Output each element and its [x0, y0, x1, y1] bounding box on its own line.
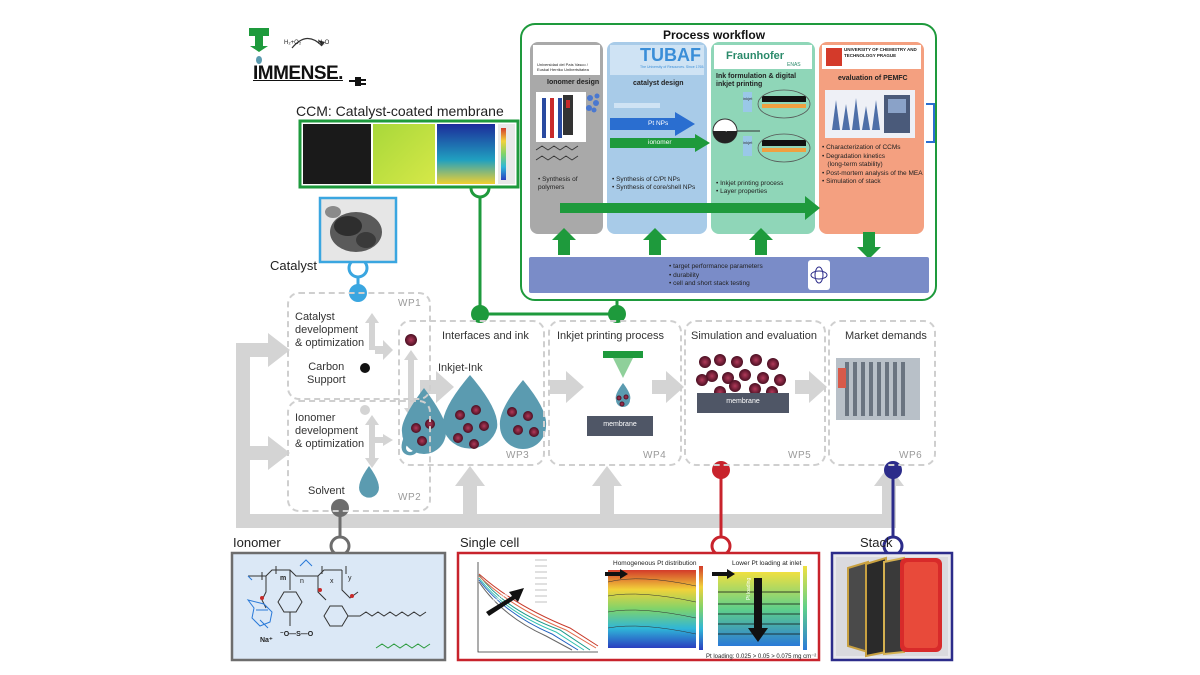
wp1-id: WP1	[398, 298, 422, 309]
wp4-membrane: membrane	[603, 421, 637, 428]
pt-loading-caption: Pt loading: 0.025 > 0.05 > 0.075 mg cm⁻²	[706, 654, 817, 660]
logo-title: IMMENSE.	[253, 63, 343, 84]
wp5-id: WP5	[788, 450, 812, 461]
single-cell-title: Single cell	[460, 535, 520, 550]
inkjet-ink-drops	[401, 375, 547, 454]
ionomer-label-x: x	[330, 578, 334, 585]
process-workflow-title: Process workflow	[663, 28, 766, 42]
grey-flow-arrows	[236, 313, 904, 528]
panel-2-org: TUBAF	[640, 45, 701, 65]
wp3-box	[398, 320, 545, 466]
ccm-title: CCM: Catalyst-coated membrane	[296, 103, 504, 119]
wp6-title: Market demands	[845, 330, 927, 342]
wp5-title: Simulation and evaluation	[691, 330, 817, 342]
panel-2-org-sub: The University of Resources. Since 1765.	[640, 65, 705, 69]
catalyst-label: Catalyst	[270, 258, 317, 273]
panel-4-title: evaluation of PEMFC	[838, 75, 908, 82]
panel-3-tag-ink: catalyst ink	[717, 127, 737, 132]
panel-3-org: Fraunhofer	[726, 50, 785, 62]
ionomer-title: Ionomer	[233, 535, 281, 550]
ionomer-label-y: y	[348, 575, 352, 582]
heatmap-homogeneous-title: Homogeneous Pt distribution	[613, 560, 697, 567]
ionomer-label-n: n	[300, 578, 304, 585]
panel-1-org: Universidad del País Vasco / Euskal Herr…	[537, 62, 589, 72]
wp4-title: Inkjet printing process	[557, 330, 664, 342]
wp6-box	[828, 320, 936, 466]
wp2-solvent: Solvent	[308, 485, 345, 497]
heatmap-inlet-title: Lower Pt loading at inlet	[732, 560, 802, 567]
stack-title: Stack	[860, 535, 893, 550]
wp5-membrane: membrane	[726, 398, 760, 405]
wp4-id: WP4	[643, 450, 667, 461]
wp3-title: Interfaces and ink	[442, 330, 529, 342]
panel-2-items: • Synthesis of C/Pt NPs• Synthesis of co…	[612, 176, 696, 191]
wp2-id: WP2	[398, 492, 422, 503]
panel-2-arrow-ionomer: ionomer	[648, 139, 672, 146]
logo-reaction-left: H₂+O₂	[284, 40, 302, 46]
connector-nodes	[329, 177, 904, 557]
logo-graphic	[249, 28, 366, 86]
wp5-box	[684, 320, 826, 466]
ionomer-label-na: Na⁺	[260, 637, 273, 644]
heatmap-arrow-text: Pt loading	[746, 577, 752, 600]
wp3-inkjet-ink: Inkjet-Ink	[438, 362, 483, 374]
logo-reaction-right: H₂O	[318, 40, 330, 46]
panel-2-arrow-pt: Pt NPs	[648, 120, 669, 127]
panel-3-tag-inkjet-2: inkjet	[743, 140, 753, 145]
panel-1-title: Ionomer design	[547, 79, 600, 86]
workflow-bottom-items: • target performance parameters• durabil…	[669, 263, 763, 287]
panel-3-org-sub: ENAS	[787, 62, 801, 68]
wp2-box	[287, 400, 431, 512]
panel-3-items: • Inkjet printing process• Layer propert…	[716, 180, 784, 195]
panel-4-org: UNIVERSITY OF CHEMISTRY AND TECHNOLOGY P…	[844, 47, 917, 58]
wp3-id: WP3	[506, 450, 530, 461]
panel-4-items: • Characterization of CCMs• Degradation …	[822, 144, 923, 185]
panel-2-title: catalyst design	[633, 80, 684, 87]
panel-3-tag-inkjet-1: inkjet	[743, 96, 753, 101]
wp6-id: WP6	[899, 450, 923, 461]
wp4-box	[548, 320, 682, 466]
ionomer-label-m: m	[280, 575, 287, 582]
wp1-box	[287, 292, 431, 400]
ionomer-label-so3: ⁻O—S—O	[280, 631, 314, 638]
panel-3-title: Ink formulation & digital inkjet printin…	[716, 73, 797, 88]
panel-1-items: • Synthesis of polymers	[538, 176, 578, 191]
